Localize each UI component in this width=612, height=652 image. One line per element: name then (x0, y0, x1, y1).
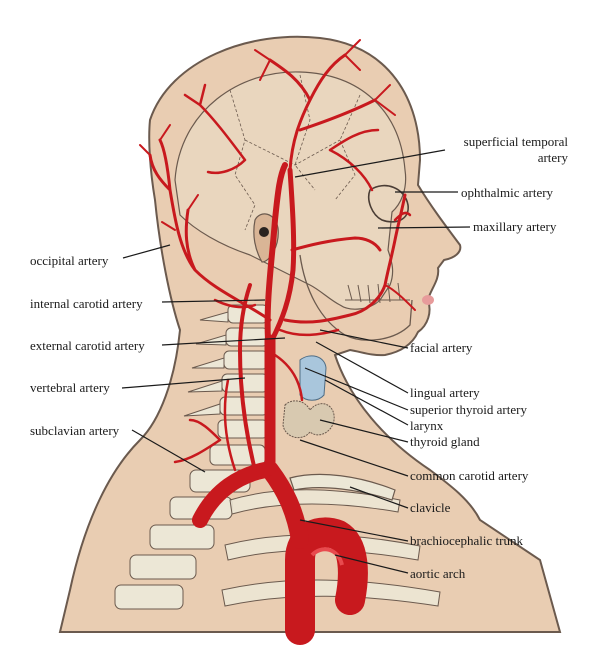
label-internal-carotid-artery: internal carotid artery (30, 296, 143, 311)
arteries (139, 39, 416, 645)
aortic-highlight (310, 547, 344, 566)
line-superior-thyroid (304, 367, 409, 411)
subclavian-vessel (192, 462, 273, 528)
label-larynx: larynx (410, 418, 444, 433)
label-brachiocephalic-trunk: brachiocephalic trunk (410, 533, 523, 548)
superficial-temporal-vessel (268, 53, 377, 172)
line-facial (319, 329, 409, 349)
internal-carotid-vessel (264, 162, 288, 343)
line-aortic-arch (334, 554, 409, 574)
line-brachiocephalic (299, 519, 409, 542)
teeth (345, 282, 410, 304)
label-superficial-temporal-line2: artery (537, 150, 568, 165)
occipital-vessel (148, 138, 272, 322)
line-larynx (324, 379, 409, 426)
line-maxillary (377, 226, 471, 229)
label-subclavian-artery: subclavian artery (30, 423, 120, 438)
maxillary-vessel (290, 236, 382, 252)
label-thyroid-gland: thyroid gland (410, 434, 480, 449)
label-aortic-arch: aortic arch (410, 566, 466, 581)
label-superficial-temporal-artery: superficial temporal artery (440, 134, 568, 166)
label-ophthalmic-artery: ophthalmic artery (461, 185, 554, 200)
line-superficial-temporal (294, 149, 446, 178)
label-superior-thyroid-artery: superior thyroid artery (410, 402, 527, 417)
brachiocephalic-vessel (261, 461, 309, 549)
spinous-processes (183, 311, 229, 417)
line-occipital (122, 244, 171, 259)
lingual-vessel (278, 328, 340, 337)
leader-lines (121, 149, 471, 574)
label-external-carotid-artery: external carotid artery (30, 338, 145, 353)
external-carotid-vessel (269, 167, 297, 343)
label-lingual-artery: lingual artery (410, 385, 480, 400)
line-lingual (315, 341, 409, 394)
superior-thyroid-vessel (273, 353, 304, 402)
label-facial-artery: facial artery (410, 340, 473, 355)
label-vertebral-artery: vertebral artery (30, 380, 110, 395)
line-vertebral (121, 377, 246, 389)
line-subclavian (131, 429, 206, 473)
line-clavicle (349, 486, 409, 509)
ophthalmic-vessel (393, 211, 412, 222)
label-occipital-artery: occipital artery (30, 253, 109, 268)
line-internal-carotid (161, 299, 266, 303)
label-clavicle: clavicle (410, 500, 451, 515)
line-common-carotid (299, 439, 409, 477)
thyroid-gland-organ (282, 400, 335, 439)
line-external-carotid (161, 337, 286, 346)
ear-canal (259, 227, 269, 237)
lips (422, 295, 434, 305)
larynx-organ (299, 355, 327, 401)
label-maxillary-artery: maxillary artery (473, 219, 557, 234)
vertebral-vessel (238, 283, 257, 472)
line-thyroid-gland (319, 419, 409, 443)
label-superficial-temporal-line1: superficial temporal (463, 134, 568, 149)
label-common-carotid-artery: common carotid artery (410, 468, 529, 483)
